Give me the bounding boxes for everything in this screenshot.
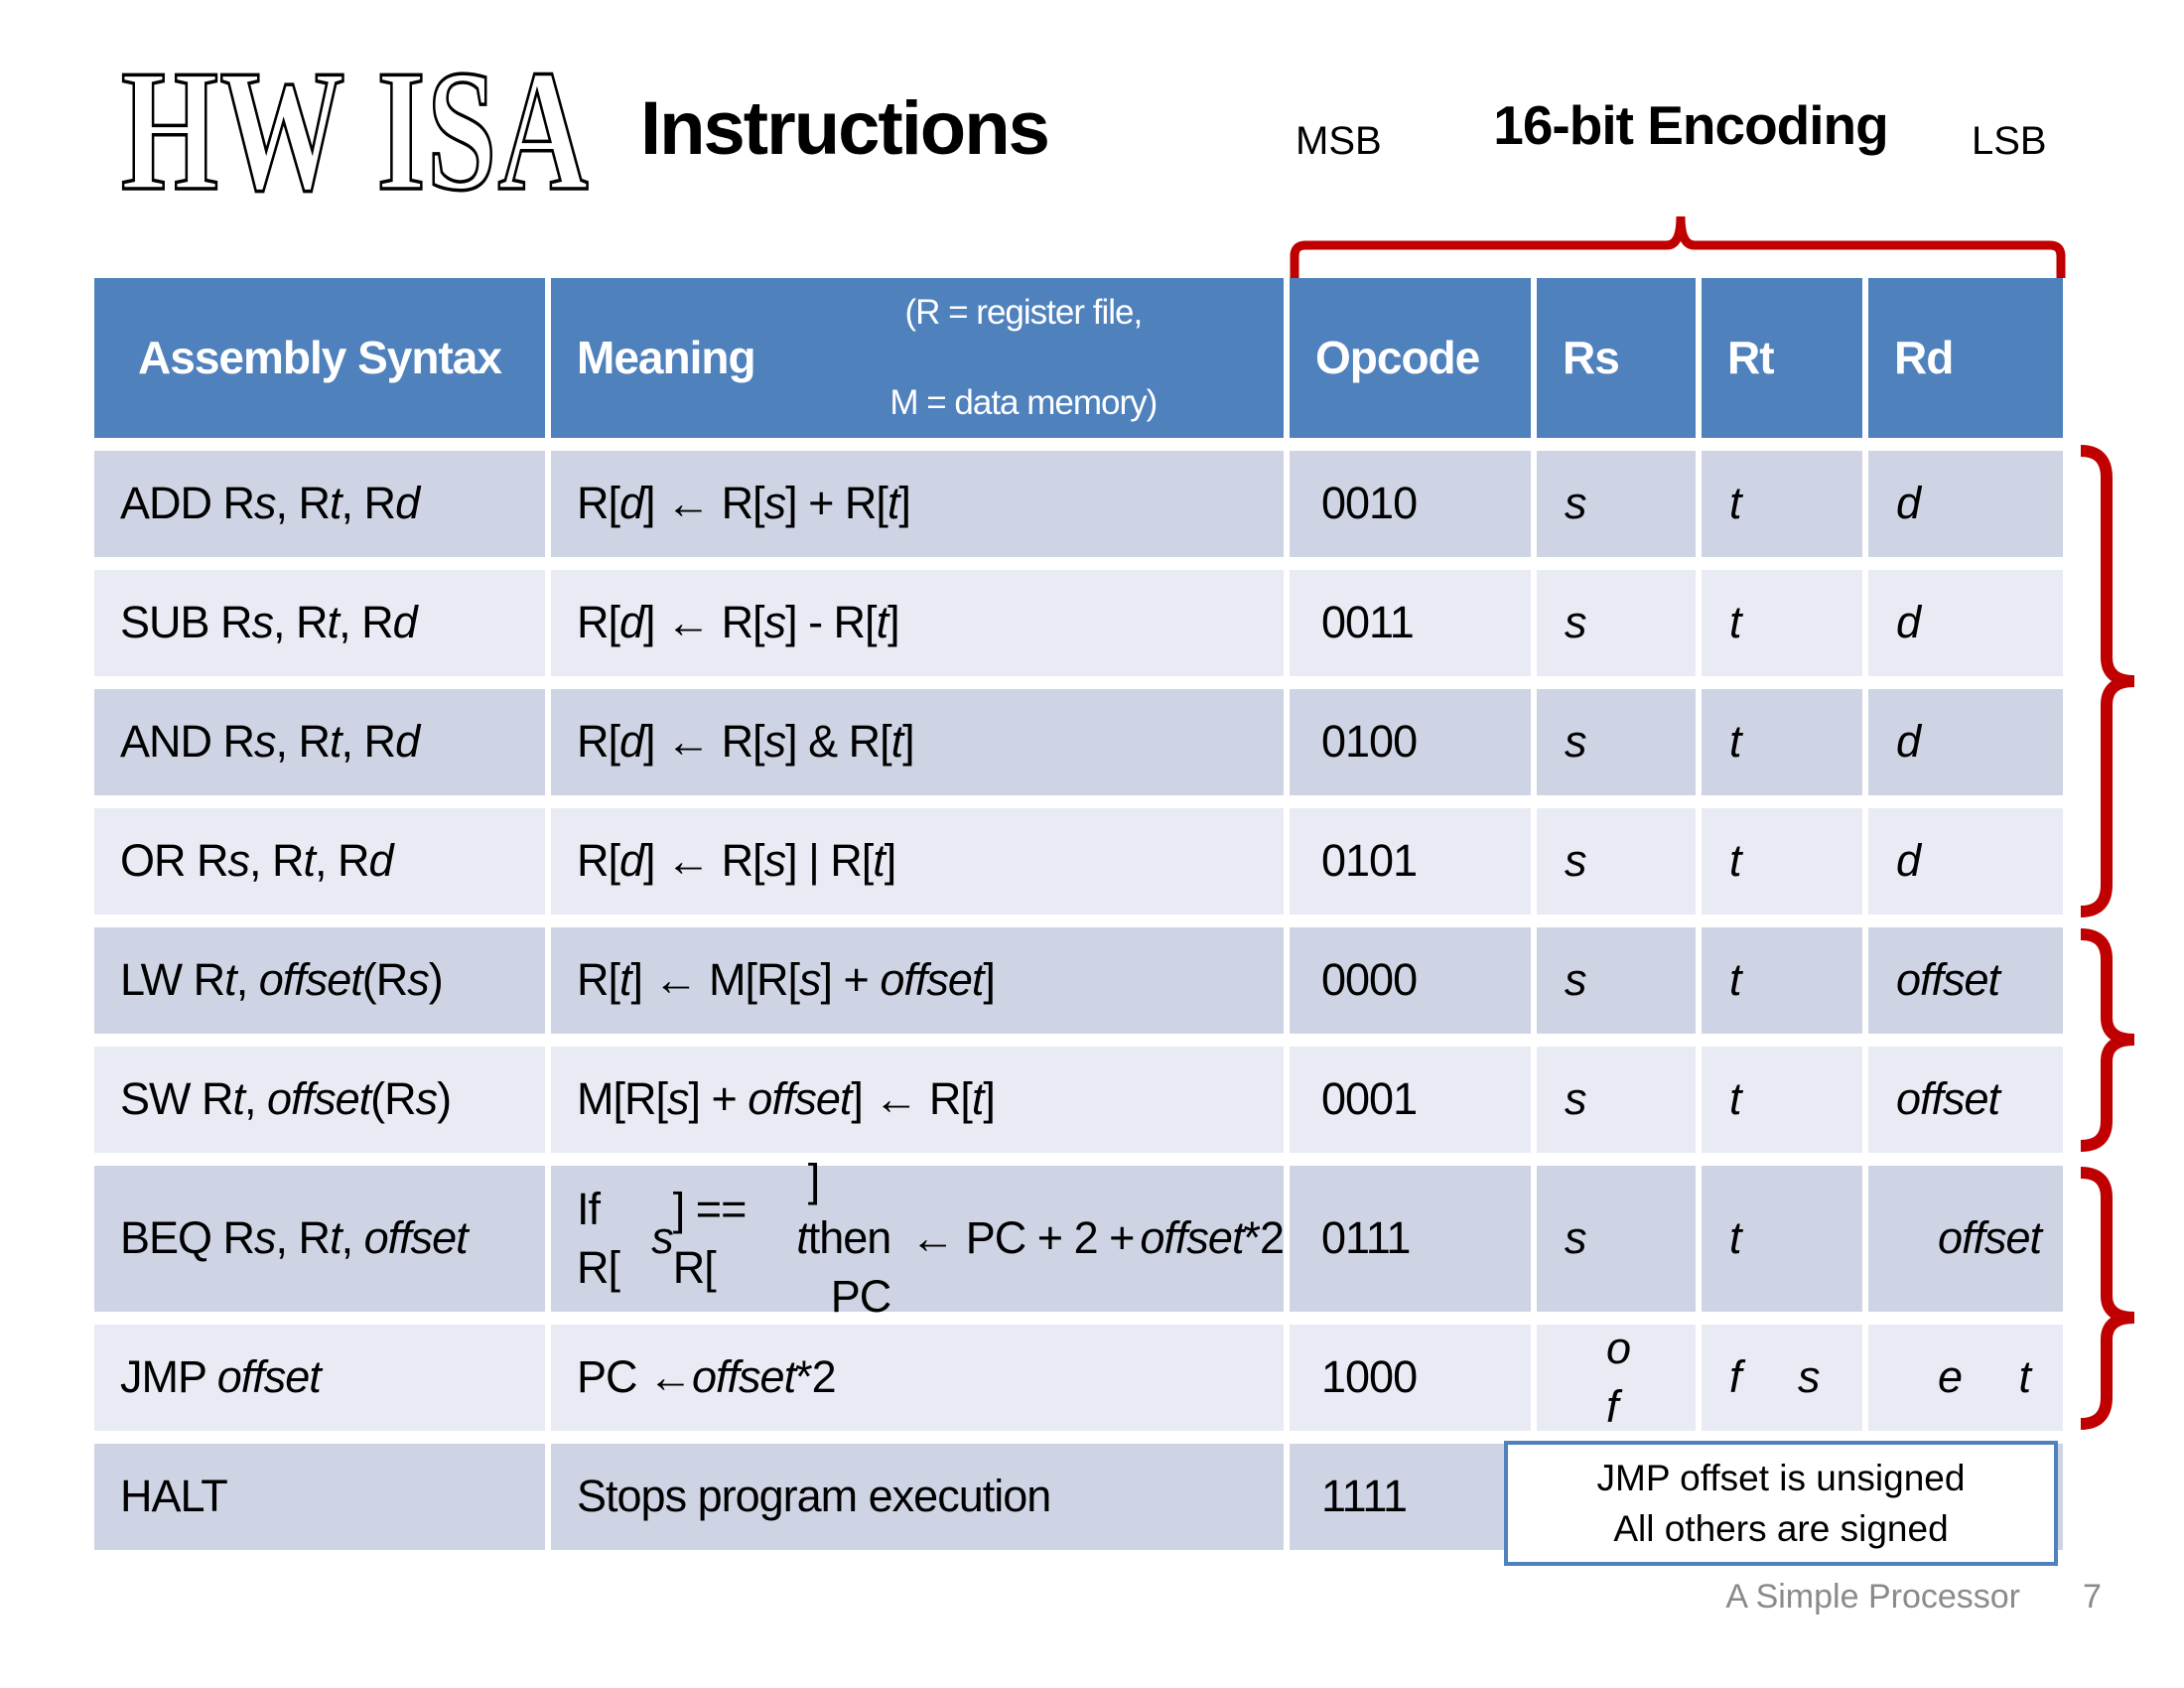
table-cell-rs: s — [1537, 808, 1696, 914]
table-cell-opcode: 0011 — [1290, 570, 1531, 676]
col-header-rt: Rt — [1702, 278, 1862, 438]
memory-group-brace — [2080, 928, 2135, 1152]
table-cell-asm: JMP offset — [94, 1325, 545, 1431]
table-cell-meaning: R[d] ← R[s] | R[t] — [551, 808, 1284, 914]
table-cell-opcode: 1111 — [1290, 1444, 1531, 1550]
table-cell-rs: s — [1537, 689, 1696, 795]
table-cell-meaning: M[R[s] + offset] ← R[t] — [551, 1047, 1284, 1153]
encoding-bracket — [1290, 215, 2066, 278]
footer-title: A Simple Processor — [1725, 1578, 2020, 1616]
table-cell-opcode: 0101 — [1290, 808, 1531, 914]
table-cell-opcode: 0111 — [1290, 1166, 1531, 1312]
page-title: Instructions — [640, 86, 1050, 171]
table-cell-rs: s — [1537, 1047, 1696, 1153]
table-cell-rt: t — [1702, 808, 1862, 914]
table-cell-rd: offset — [1868, 927, 2063, 1034]
table-cell-rt: f s — [1702, 1325, 1862, 1431]
table-cell-rs: s — [1537, 1166, 1696, 1312]
table-cell-rt: t — [1702, 570, 1862, 676]
encoding-title: 16-bit Encoding — [1493, 94, 1889, 156]
instruction-table: Assembly Syntax Meaning (R = register fi… — [94, 278, 2063, 1550]
note-line-1: JMP offset is unsigned — [1596, 1457, 1966, 1498]
col-header-meaning: Meaning (R = register file, M = data mem… — [551, 278, 1284, 438]
table-cell-rs: o f — [1537, 1323, 1696, 1432]
msb-label: MSB — [1296, 119, 1382, 163]
table-cell-rd: d — [1868, 808, 2063, 914]
table-cell-meaning: R[d] ← R[s] + R[t] — [551, 451, 1284, 557]
table-cell-meaning: R[t] ← M[R[s] + offset] — [551, 927, 1284, 1034]
table-cell-rt: t — [1702, 689, 1862, 795]
table-cell-opcode: 0010 — [1290, 451, 1531, 557]
table-cell-meaning: If R[s] == R[t] then PC ← PC + 2 + offse… — [551, 1155, 1285, 1322]
course-logo: HW ISA — [120, 34, 590, 226]
table-cell-rt: t — [1702, 451, 1862, 557]
arithmetic-group-brace — [2080, 445, 2135, 917]
table-cell-rt: t — [1702, 927, 1862, 1034]
table-cell-opcode: 0100 — [1290, 689, 1531, 795]
table-cell-rs: s — [1537, 927, 1696, 1034]
table-cell-rt: t — [1702, 1166, 1862, 1312]
col-header-rs: Rs — [1537, 278, 1696, 438]
table-cell-meaning: Stops program execution — [551, 1444, 1284, 1550]
lsb-label: LSB — [1972, 119, 2047, 163]
note-line-2: All others are signed — [1613, 1508, 1949, 1549]
table-cell-rd: e t — [1868, 1325, 2063, 1431]
table-cell-rd: d — [1868, 451, 2063, 557]
table-cell-meaning: R[d] ← R[s] & R[t] — [551, 689, 1284, 795]
table-cell-asm: HALT — [94, 1444, 545, 1550]
meaning-label: Meaning — [577, 331, 756, 383]
table-cell-meaning: PC ← offset*2 — [551, 1325, 1284, 1431]
col-header-rd: Rd — [1868, 278, 2063, 438]
table-cell-meaning: R[d] ← R[s] - R[t] — [551, 570, 1284, 676]
table-cell-rt: t — [1702, 1047, 1862, 1153]
col-header-opcode: Opcode — [1290, 278, 1531, 438]
page-number: 7 — [2083, 1578, 2102, 1616]
jmp-offset-note: JMP offset is unsigned All others are si… — [1504, 1441, 2058, 1566]
table-cell-rd: offset — [1868, 1166, 2063, 1312]
table-cell-opcode: 0000 — [1290, 927, 1531, 1034]
col-header-assembly-syntax: Assembly Syntax — [94, 278, 545, 438]
table-cell-rs: s — [1537, 570, 1696, 676]
table-cell-opcode: 1000 — [1290, 1325, 1531, 1431]
table-cell-opcode: 0001 — [1290, 1047, 1531, 1153]
table-cell-rd: offset — [1868, 1047, 2063, 1153]
table-cell-rd: d — [1868, 570, 2063, 676]
table-cell-rs: s — [1537, 451, 1696, 557]
table-cell-rd: d — [1868, 689, 2063, 795]
meaning-legend: (R = register file, M = data memory) — [889, 293, 1158, 423]
branch-group-brace — [2080, 1167, 2135, 1430]
